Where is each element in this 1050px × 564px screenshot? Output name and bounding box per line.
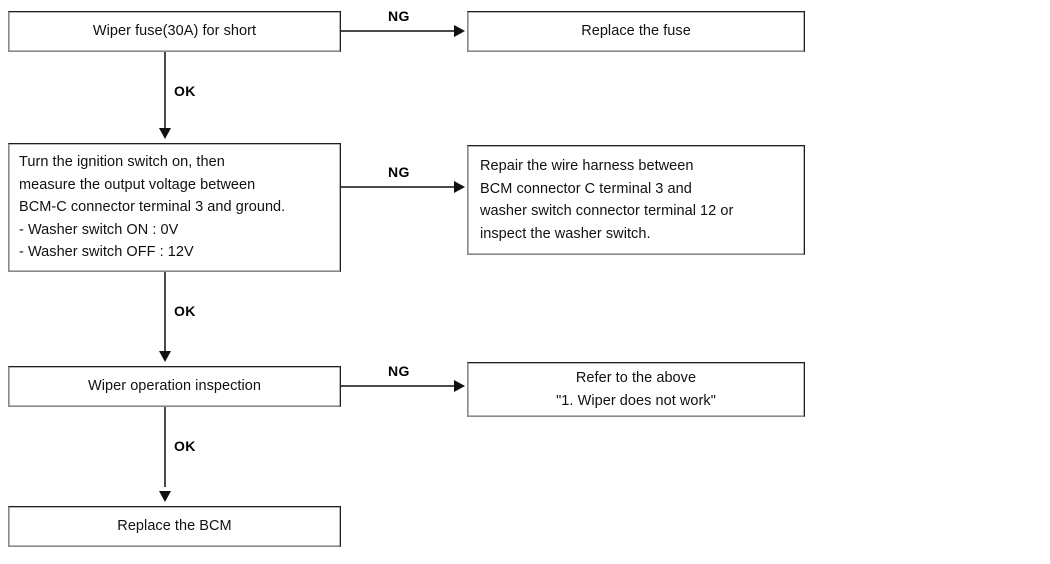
node-measure-voltage[interactable]: Turn the ignition switch on, then measur…: [8, 143, 341, 272]
node-wiper-operation[interactable]: Wiper operation inspection: [8, 366, 341, 407]
edge-ok-2-line: [164, 272, 166, 352]
node-repair-harness-line-4: inspect the washer switch.: [480, 225, 651, 242]
edge-ng-1-line: [341, 30, 456, 32]
node-measure-voltage-line-2: measure the output voltage between: [19, 176, 256, 193]
edge-label-ok-2: OK: [174, 303, 196, 319]
node-check-fuse[interactable]: Wiper fuse(30A) for short: [8, 11, 341, 52]
edge-ng-3-line: [341, 385, 456, 387]
node-refer-above-line-1: Refer to the above: [575, 370, 697, 386]
edge-ok-1-arrowhead: [159, 128, 171, 139]
node-refer-above[interactable]: Refer to the above "1. Wiper does not wo…: [467, 362, 805, 417]
node-repair-harness[interactable]: Repair the wire harness between BCM conn…: [467, 145, 805, 255]
edge-ng-2-line: [341, 186, 456, 188]
node-measure-voltage-line-1: Turn the ignition switch on, then: [19, 154, 225, 171]
node-replace-bcm-line-1: Replace the BCM: [117, 518, 232, 535]
edge-ok-2-arrowhead: [159, 351, 171, 362]
node-wiper-operation-line-1: Wiper operation inspection: [88, 378, 261, 395]
edge-label-ok-1: OK: [174, 83, 196, 99]
edge-ok-3-arrowhead: [159, 491, 171, 502]
node-measure-voltage-line-4: - Washer switch ON : 0V: [19, 221, 179, 238]
node-replace-fuse[interactable]: Replace the fuse: [467, 11, 805, 52]
edge-label-ng-2: NG: [388, 164, 410, 180]
edge-label-ng-1: NG: [388, 8, 410, 24]
edge-ng-2-arrowhead: [454, 181, 465, 193]
node-replace-fuse-line-1: Replace the fuse: [581, 23, 691, 40]
node-repair-harness-line-3: washer switch connector terminal 12 or: [480, 203, 734, 219]
node-measure-voltage-line-3: BCM-C connector terminal 3 and ground.: [19, 199, 286, 216]
node-replace-bcm[interactable]: Replace the BCM: [8, 506, 341, 547]
edge-ng-1-arrowhead: [454, 25, 465, 37]
edge-ng-3-arrowhead: [454, 380, 465, 392]
node-repair-harness-line-1: Repair the wire harness between: [480, 158, 694, 174]
node-measure-voltage-line-5: - Washer switch OFF : 12V: [19, 244, 194, 261]
edge-label-ng-3: NG: [388, 363, 410, 379]
edge-ok-1-line: [164, 52, 166, 130]
node-refer-above-line-2: "1. Wiper does not work": [556, 392, 716, 409]
edge-ok-3-line: [164, 407, 166, 487]
edge-label-ok-3: OK: [174, 438, 196, 454]
node-check-fuse-line-1: Wiper fuse(30A) for short: [92, 23, 257, 40]
node-repair-harness-line-2: BCM connector C terminal 3 and: [480, 180, 692, 197]
